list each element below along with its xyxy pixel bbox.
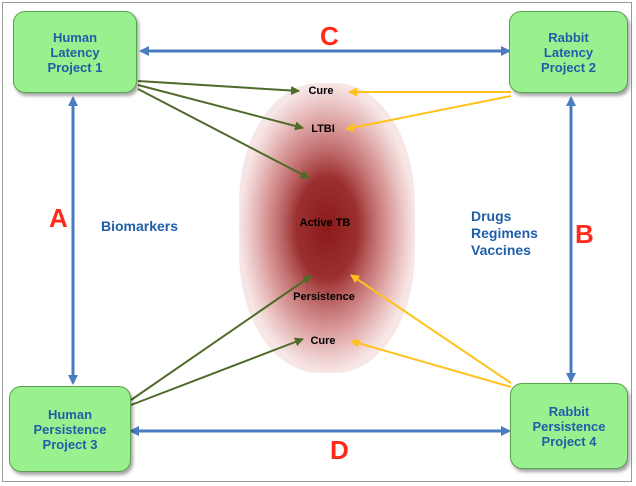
arrow-p1-to-active-tb: [137, 88, 310, 179]
letter-d: D: [330, 435, 349, 465]
arrow-p4-to-active-tb: [350, 274, 512, 384]
box-rabbit-latency-project-2: Rabbit Latency Project 2: [509, 11, 628, 93]
diagram-canvas: Human Latency Project 1 Rabbit Latency P…: [2, 2, 632, 482]
arrow-p1-to-cure: [137, 80, 300, 95]
state-ltbi: LTBI: [311, 123, 335, 135]
box-human-latency-project-1: Human Latency Project 1: [13, 11, 137, 93]
state-cure-top: Cure: [308, 85, 334, 97]
state-persistence: Persistence: [293, 291, 355, 303]
arrow-p3-to-cure: [130, 337, 304, 406]
arrow-p1-to-ltbi: [137, 84, 304, 131]
arrow-p3-to-persistence: [130, 275, 312, 401]
disease-spectrum-cloud: [239, 83, 415, 373]
state-cure-bottom: Cure: [310, 335, 336, 347]
letter-b: B: [575, 219, 594, 249]
arrow-p2-to-ltbi: [345, 95, 512, 132]
box-human-persistence-project-3: Human Persistence Project 3: [9, 386, 131, 472]
biomarkers-label: Biomarkers: [101, 218, 179, 234]
letter-c: C: [320, 21, 339, 51]
arrow-p4-to-cure: [350, 338, 512, 388]
drugs-regimens-vaccines-label: Drugs Regimens Vaccines: [471, 208, 538, 258]
state-active-tb: Active TB: [299, 217, 351, 229]
letter-a: A: [49, 203, 68, 233]
diagram-graphics: [68, 46, 576, 436]
box-rabbit-persistence-project-4: Rabbit Persistence Project 4: [510, 383, 628, 469]
